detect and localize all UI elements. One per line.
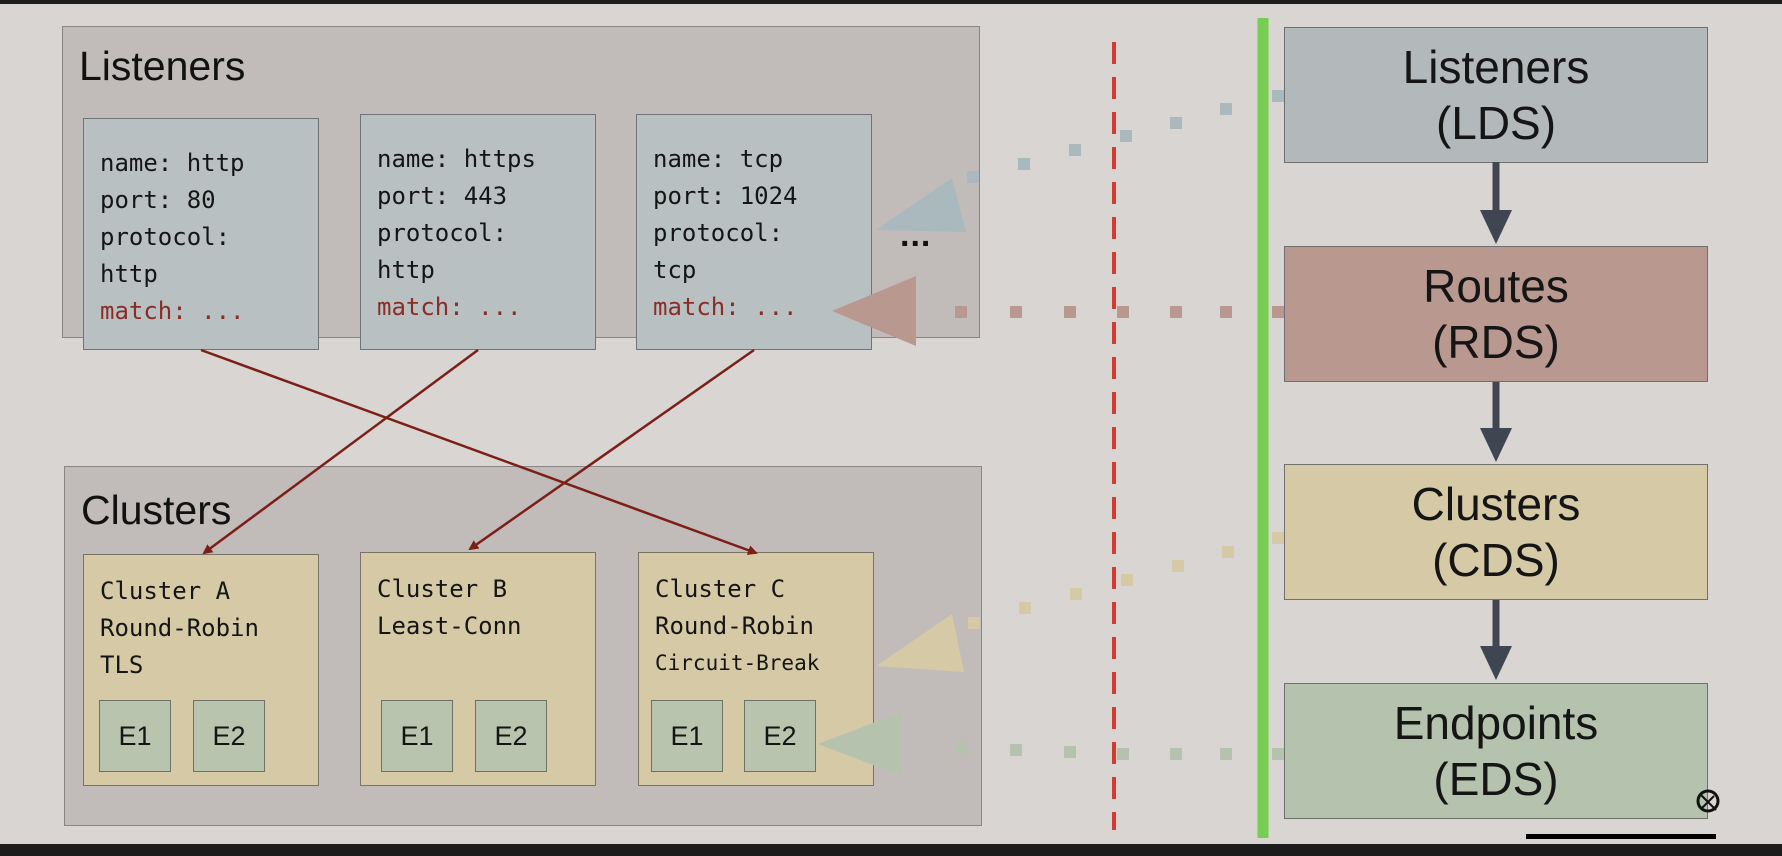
cds-dotted-connector: [876, 532, 1284, 672]
xds-abbr: (CDS): [1432, 534, 1560, 586]
eds-dotted-connector: [818, 712, 1284, 776]
cluster-policy-text: Round-Robin: [100, 614, 259, 642]
xds-flow-arrows: [1480, 162, 1512, 680]
cluster-name-text: Cluster A: [100, 577, 231, 605]
xds-title: Clusters: [1411, 478, 1581, 530]
listener-protocol-value: tcp: [653, 256, 697, 284]
xds-abbr: (EDS): [1433, 753, 1559, 805]
listener-match-text: match: ...: [377, 293, 522, 321]
endpoint-box: E2: [744, 700, 816, 772]
endpoint-box: E2: [475, 700, 547, 772]
corner-logo-icon: [1696, 789, 1720, 813]
lds-dotted-connector: [876, 90, 1284, 232]
route-arrow-http-to-cluster-c: [200, 348, 758, 555]
route-arrow-tcp-to-cluster-b: [468, 348, 755, 551]
clusters-panel-title: Clusters: [81, 487, 232, 533]
listener-match-text: match: ...: [100, 297, 245, 325]
listener-box-tcp: name: tcp port: 1024 protocol: tcp match…: [636, 114, 872, 350]
listener-box-https: name: https port: 443 protocol: http mat…: [360, 114, 596, 350]
xds-title: Endpoints: [1393, 697, 1599, 749]
cluster-policy-text: Round-Robin: [655, 612, 814, 640]
cluster-extra-text: Circuit-Break: [655, 651, 820, 675]
connector-overlay: [200, 18, 1720, 838]
rds-dotted-connector: [832, 276, 1284, 346]
cluster-policy-text: Least-Conn: [377, 612, 522, 640]
listener-match-text: match: ...: [653, 293, 798, 321]
xds-abbr: (LDS): [1435, 97, 1557, 149]
xds-box-eds: Endpoints (EDS): [1284, 683, 1708, 819]
xds-box-cds: Clusters (CDS): [1284, 464, 1708, 600]
endpoint-box: E1: [99, 700, 171, 772]
listeners-panel-title: Listeners: [79, 43, 246, 89]
xds-title: Routes: [1423, 260, 1569, 312]
listener-port-text: port: 443: [377, 182, 508, 210]
listener-port-text: port: 80: [100, 186, 216, 214]
listener-name-text: name: tcp: [653, 145, 784, 173]
slide-progress-bar: [1526, 834, 1716, 839]
xds-abbr: (RDS): [1432, 316, 1560, 368]
endpoint-box: E2: [193, 700, 265, 772]
endpoint-box: E1: [651, 700, 723, 772]
xds-title: Listeners: [1402, 41, 1590, 93]
listener-protocol-label: protocol:: [653, 219, 784, 247]
listener-name-text: name: http: [100, 149, 245, 177]
xds-box-rds: Routes (RDS): [1284, 246, 1708, 382]
listener-protocol-label: protocol:: [377, 219, 508, 247]
listener-protocol-label: protocol:: [100, 223, 231, 251]
cluster-name-text: Cluster B: [377, 575, 508, 603]
route-arrow-https-to-cluster-a: [202, 348, 479, 555]
xds-box-lds: Listeners (LDS): [1284, 27, 1708, 163]
listener-port-text: port: 1024: [653, 182, 798, 210]
slide-canvas: Listeners name: http port: 80 protocol: …: [0, 4, 1782, 844]
listener-name-text: name: https: [377, 145, 536, 173]
listener-box-http: name: http port: 80 protocol: http match…: [83, 118, 319, 350]
listener-protocol-value: http: [100, 260, 158, 288]
cluster-extra-text: TLS: [100, 651, 144, 679]
endpoint-box: E1: [381, 700, 453, 772]
listener-protocol-value: http: [377, 256, 435, 284]
cluster-name-text: Cluster C: [655, 575, 786, 603]
